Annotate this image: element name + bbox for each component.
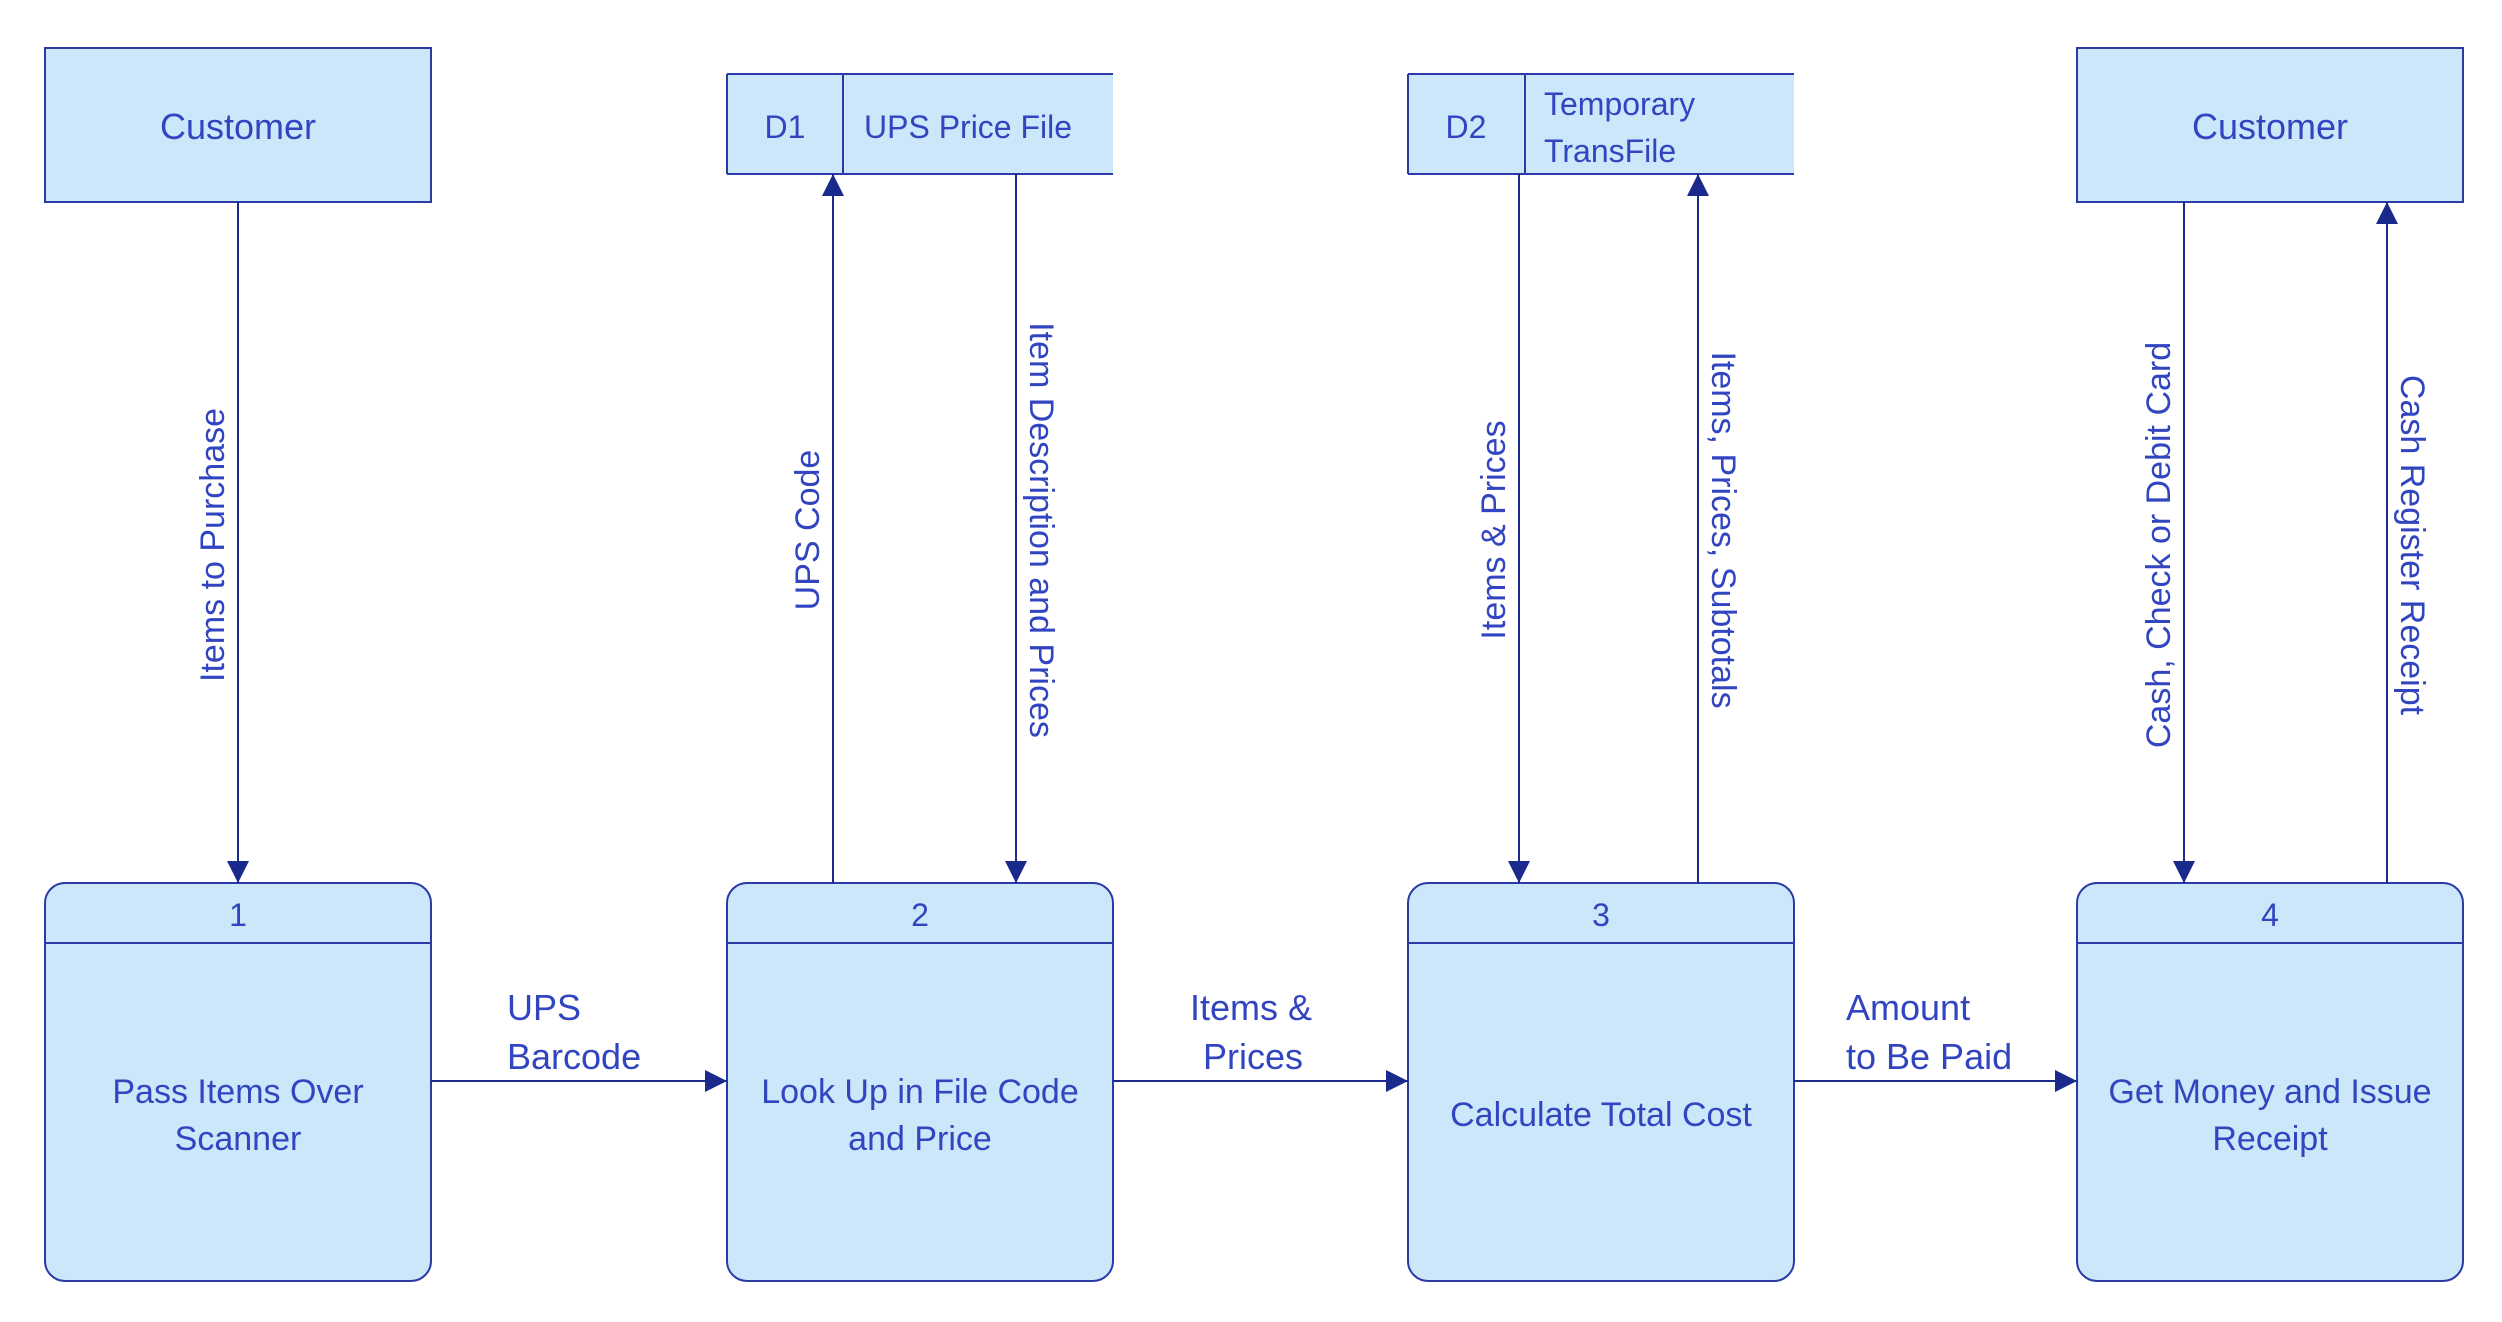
flow-label-line-1: UPS — [507, 987, 581, 1028]
flow-amount-to-be-paid: Amount to Be Paid — [1794, 987, 2077, 1092]
process-number: 2 — [911, 897, 929, 933]
process-3: 3 Calculate Total Cost — [1407, 882, 1795, 1282]
process-label-line-1: Calculate Total Cost — [1450, 1096, 1752, 1134]
flow-label: UPS Code — [789, 450, 827, 611]
process-label-line-1: Look Up in File Code — [761, 1073, 1079, 1111]
data-store-id: D2 — [1446, 109, 1487, 145]
flow-label: Cash Register Receipt — [2393, 375, 2431, 716]
flow-items-and-prices-from-d2: Items & Prices — [1475, 174, 1530, 883]
external-entity-label: Customer — [160, 106, 316, 147]
flow-ups-code: UPS Code — [789, 174, 844, 883]
flow-label: Item Description and Prices — [1022, 322, 1060, 738]
process-number: 4 — [2261, 897, 2279, 933]
flow-cash-register-receipt: Cash Register Receipt — [2376, 202, 2431, 883]
flow-label: Items to Purchase — [194, 408, 232, 682]
process-4: 4 Get Money and Issue Receipt — [2076, 882, 2464, 1282]
flow-items-to-purchase: Items to Purchase — [194, 202, 249, 883]
external-entity-customer-sink: Customer — [2076, 47, 2464, 203]
external-entity-customer-source: Customer — [44, 47, 432, 203]
flow-item-description-and-prices: Item Description and Prices — [1005, 174, 1060, 883]
data-store-d2: D2 Temporary TransFile — [1407, 73, 1794, 175]
data-store-name: UPS Price File — [864, 109, 1072, 145]
flow-items-and-prices-to-3: Items & Prices — [1113, 987, 1408, 1092]
data-store-d1: D1 UPS Price File — [726, 73, 1113, 175]
flow-label-line-1: Amount — [1846, 987, 1970, 1028]
flow-label-line-1: Items & — [1190, 987, 1312, 1028]
process-label-line-1: Get Money and Issue — [2108, 1073, 2431, 1111]
process-label-line-2: and Price — [848, 1120, 992, 1158]
data-store-name-line-2: TransFile — [1544, 133, 1676, 169]
flow-label-line-2: Barcode — [507, 1036, 641, 1077]
process-label-line-1: Pass Items Over — [112, 1073, 363, 1111]
process-number: 3 — [1592, 897, 1610, 933]
data-store-id: D1 — [765, 109, 806, 145]
flow-cash-check-or-debit-card: Cash, Check or Debit Card — [2140, 202, 2195, 883]
flow-ups-barcode: UPS Barcode — [431, 987, 727, 1092]
process-2: 2 Look Up in File Code and Price — [726, 882, 1114, 1282]
flow-label: Items & Prices — [1475, 420, 1513, 639]
process-1: 1 Pass Items Over Scanner — [44, 882, 432, 1282]
process-number: 1 — [229, 897, 247, 933]
external-entity-label: Customer — [2192, 106, 2348, 147]
process-label-line-2: Scanner — [175, 1120, 302, 1158]
process-label-line-2: Receipt — [2212, 1120, 2328, 1158]
flow-label-line-2: Prices — [1203, 1036, 1303, 1077]
flow-label: Items, Prices, Subtotals — [1704, 351, 1742, 708]
flow-items-prices-subtotals: Items, Prices, Subtotals — [1687, 174, 1742, 883]
flow-label: Cash, Check or Debit Card — [2140, 342, 2178, 748]
data-store-name-line-1: Temporary — [1544, 86, 1695, 122]
flow-label-line-2: to Be Paid — [1846, 1036, 2012, 1077]
